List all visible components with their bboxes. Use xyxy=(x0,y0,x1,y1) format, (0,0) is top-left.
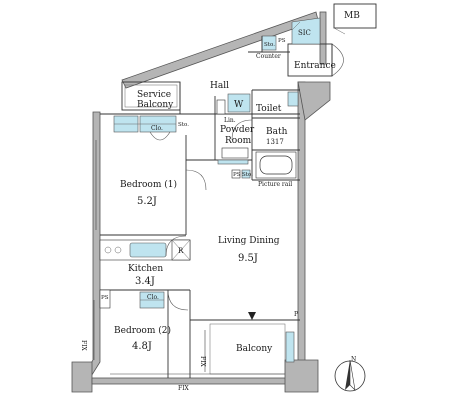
label-bedroom2: Bedroom (2) xyxy=(114,325,171,336)
label-clo-top: Clo. xyxy=(151,125,163,132)
label-counter: Counter xyxy=(256,53,281,60)
label-bath: Bath xyxy=(266,127,288,137)
label-sto-mid: Sto. xyxy=(178,122,189,128)
label-fix-left: FIX xyxy=(80,340,87,352)
sto-small xyxy=(241,169,251,179)
label-lin: Lin. xyxy=(224,117,236,124)
washer xyxy=(227,93,251,113)
label-north: N xyxy=(351,356,356,363)
label-ps-mid: PS xyxy=(233,172,241,178)
label-bath-size: 1317 xyxy=(266,138,284,146)
label-service-2: Balcony xyxy=(137,100,174,110)
label-entrance: Entrance xyxy=(294,61,336,71)
north-arrow xyxy=(334,359,366,392)
label-living-size: 9.5J xyxy=(238,253,258,264)
label-clo-bottom: Clo. xyxy=(147,294,159,301)
label-bedroom1-size: 5.2J xyxy=(137,196,157,207)
label-service-1: Service xyxy=(137,90,171,100)
linen-closet xyxy=(216,99,226,115)
label-toilet: Toilet xyxy=(256,104,282,114)
label-sto-top: Sto. xyxy=(264,42,275,48)
label-picture-rail: Picture rail xyxy=(258,181,292,188)
entry-marker xyxy=(248,312,256,320)
doors xyxy=(165,119,253,311)
label-bedroom1: Bedroom (1) xyxy=(120,179,177,190)
ps-box xyxy=(231,169,241,179)
entrance-area xyxy=(287,43,344,77)
label-hall: Hall xyxy=(210,81,229,91)
label-ps-top: PS xyxy=(278,38,286,44)
label-sto-small: Sto. xyxy=(242,172,253,178)
powder-fixture xyxy=(217,159,249,165)
label-sic: SIC xyxy=(298,29,311,37)
ps-left-box xyxy=(99,289,111,309)
label-fix-bottom: FIX xyxy=(178,385,190,392)
label-p: P xyxy=(294,311,298,318)
label-powder-1: Powder xyxy=(220,125,255,135)
sic-room xyxy=(291,17,321,45)
window-fix-marks xyxy=(93,140,285,375)
label-kitchen: Kitchen xyxy=(128,264,163,274)
interior-walls xyxy=(100,82,300,378)
label-w: W xyxy=(234,100,244,110)
label-ps-left: PS xyxy=(101,295,109,301)
mb-box xyxy=(333,3,377,35)
label-mb: MB xyxy=(344,11,360,21)
toilet-tank xyxy=(287,91,299,107)
label-bedroom2-size: 4.8J xyxy=(132,341,152,352)
outer-walls xyxy=(71,11,331,393)
bathtub xyxy=(255,151,297,179)
kitchen-counter xyxy=(99,239,191,261)
label-living: Living Dining xyxy=(218,236,280,246)
label-fix-mid: FIX xyxy=(199,356,206,368)
label-powder-2: Room xyxy=(225,136,252,146)
label-r: R xyxy=(178,247,184,255)
powder-sink xyxy=(221,147,249,159)
label-balcony: Balcony xyxy=(236,344,273,354)
label-kitchen-size: 3.4J xyxy=(135,276,155,287)
